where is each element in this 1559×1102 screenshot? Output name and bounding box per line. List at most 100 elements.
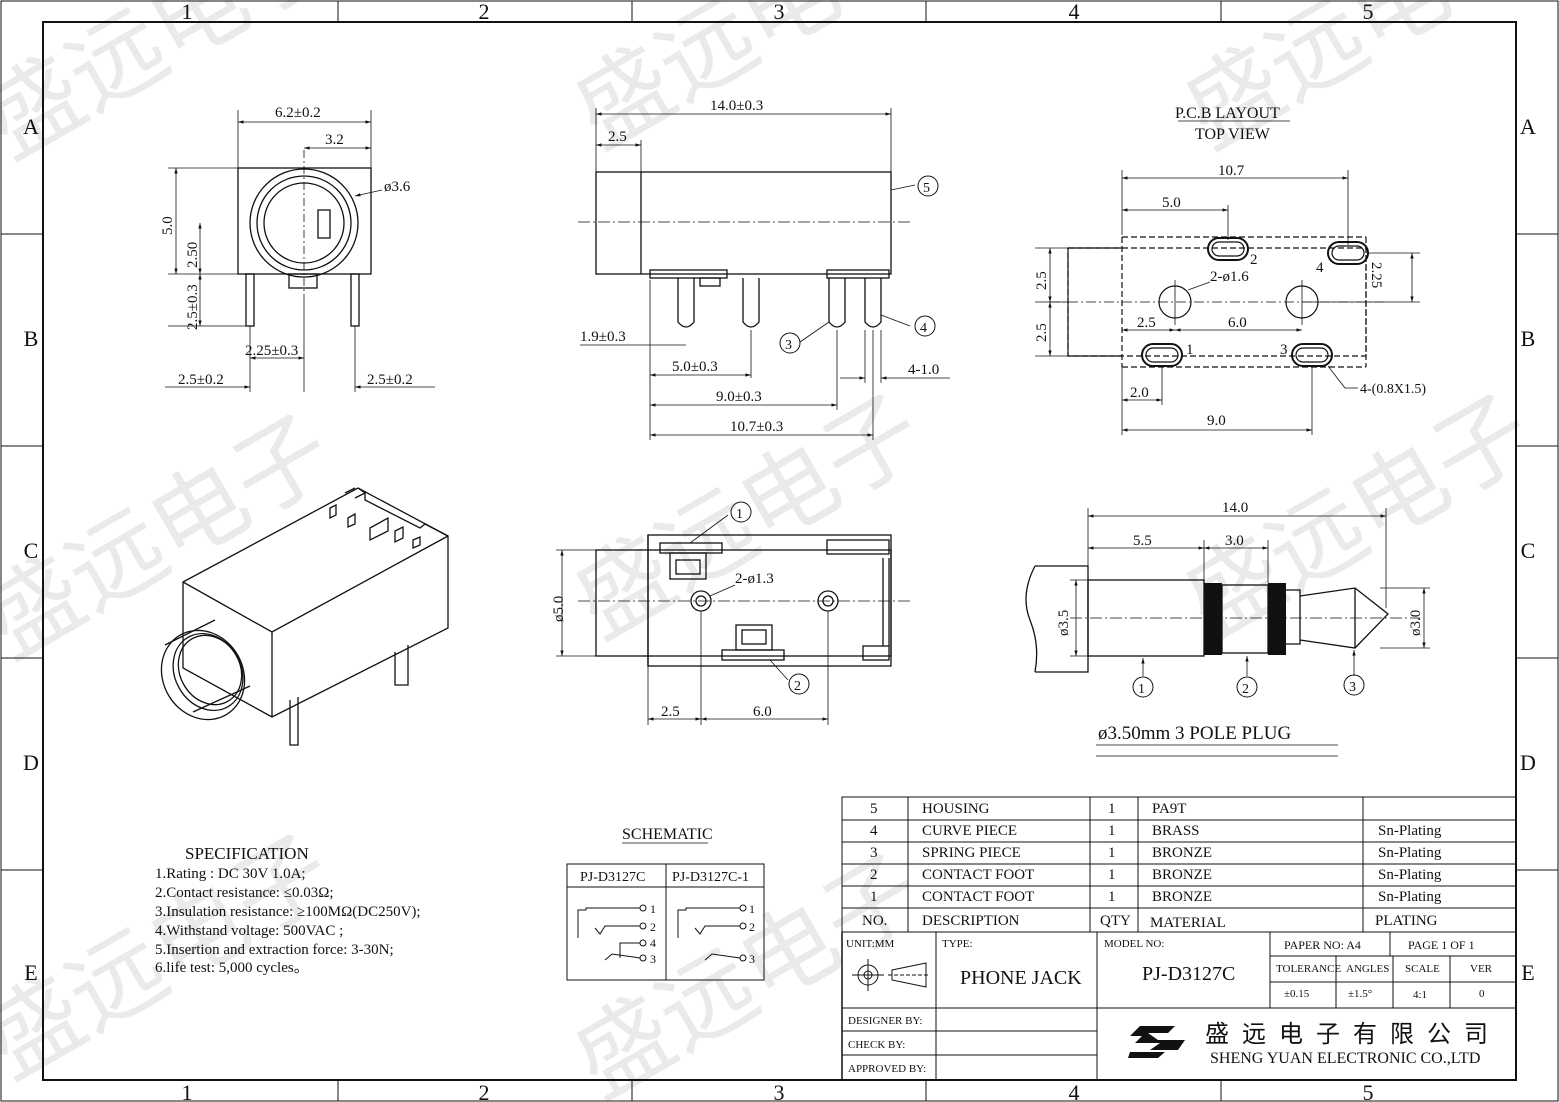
svg-text:9.0: 9.0 bbox=[1207, 413, 1226, 429]
svg-text:2: 2 bbox=[650, 920, 656, 934]
front-view bbox=[165, 110, 435, 392]
svg-text:5.5: 5.5 bbox=[1133, 533, 1152, 549]
svg-text:4-(0.8X1.5): 4-(0.8X1.5) bbox=[1360, 382, 1426, 397]
svg-text:6.0: 6.0 bbox=[1228, 315, 1247, 331]
bom-no: 2 bbox=[870, 867, 878, 883]
svg-text:1.9±0.3: 1.9±0.3 bbox=[580, 329, 626, 345]
spec-item: 6.life test: 5,000 cycles。 bbox=[155, 960, 309, 976]
plug-view bbox=[1025, 508, 1430, 757]
ver-label: VER bbox=[1470, 963, 1493, 975]
bom-no: 5 bbox=[870, 801, 878, 817]
svg-text:盛远电子: 盛远电子 bbox=[1167, 0, 1551, 170]
pin-1: 1 bbox=[1186, 342, 1194, 358]
svg-text:4: 4 bbox=[650, 936, 656, 950]
svg-text:14.0±0.3: 14.0±0.3 bbox=[710, 98, 763, 114]
bom-qty: 1 bbox=[1108, 867, 1116, 883]
isometric-view bbox=[160, 487, 449, 746]
company-logo bbox=[1128, 1026, 1185, 1058]
svg-text:2-ø1.6: 2-ø1.6 bbox=[1210, 269, 1249, 285]
model-value: PJ-D3127C bbox=[1142, 963, 1235, 985]
company-name-cn: 盛远电子有限公司 bbox=[1205, 1021, 1501, 1048]
paper-label: PAPER NO: A4 bbox=[1284, 938, 1361, 952]
model-label: MODEL NO: bbox=[1104, 938, 1164, 950]
col-label-top: 2 bbox=[479, 0, 490, 24]
svg-text:2.5: 2.5 bbox=[1034, 271, 1050, 290]
bom-qty: 1 bbox=[1108, 889, 1116, 905]
bom-header-material: MATERIAL bbox=[1150, 915, 1226, 931]
bom-plating: Sn-Plating bbox=[1378, 867, 1442, 883]
spec-item: 5.Insertion and extraction force: 3-30N; bbox=[155, 942, 394, 958]
svg-text:2.0: 2.0 bbox=[1130, 385, 1149, 401]
spec-item: 3.Insulation resistance: ≥100MΩ(DC250V); bbox=[155, 904, 421, 920]
schematic: SCHEMATIC PJ-D3127C PJ-D3127C-1 1 2 4 3 … bbox=[566, 826, 765, 981]
frame-column-labels: 1 2 3 4 5 1 2 3 4 5 bbox=[182, 0, 1374, 1102]
bom-desc: CONTACT FOOT bbox=[922, 867, 1034, 883]
bom-qty: 1 bbox=[1108, 823, 1116, 839]
col-label-bottom: 1 bbox=[182, 1080, 193, 1102]
bom-no: 4 bbox=[870, 823, 878, 839]
angles-value: ±1.5° bbox=[1348, 988, 1372, 1000]
svg-text:ø3.0: ø3.0 bbox=[1408, 610, 1424, 636]
bom-header-desc: DESCRIPTION bbox=[922, 913, 1020, 929]
side-view-dims: 14.0±0.3 2.5 1.9±0.3 5.0±0.3 9.0±0.3 10.… bbox=[580, 98, 939, 435]
bom-no: 3 bbox=[870, 845, 878, 861]
svg-text:5.0: 5.0 bbox=[1162, 195, 1181, 211]
approved-label: APPROVED BY: bbox=[848, 1063, 926, 1075]
callout-3: 3 bbox=[1349, 680, 1356, 695]
bom-material: BRONZE bbox=[1152, 889, 1212, 905]
type-label: TYPE: bbox=[942, 938, 973, 950]
bom-plating: Sn-Plating bbox=[1378, 889, 1442, 905]
svg-text:2.25: 2.25 bbox=[1368, 262, 1384, 288]
row-label-right: C bbox=[1521, 538, 1536, 563]
tolerance-label: TOLERANCE bbox=[1276, 963, 1341, 975]
page-label: PAGE 1 OF 1 bbox=[1408, 938, 1475, 952]
bottom-view bbox=[556, 501, 910, 725]
pin-4: 4 bbox=[1316, 260, 1324, 276]
scale-value: 4:1 bbox=[1413, 989, 1427, 1001]
schematic-model: PJ-D3127C-1 bbox=[672, 870, 749, 885]
angles-label: ANGLES bbox=[1346, 963, 1389, 975]
side-view bbox=[578, 108, 950, 440]
svg-text:2.5±0.2: 2.5±0.2 bbox=[367, 372, 413, 388]
callout-1: 1 bbox=[1138, 682, 1145, 697]
row-label-left: B bbox=[24, 326, 39, 351]
bom-material: PA9T bbox=[1152, 801, 1186, 817]
svg-text:2.50: 2.50 bbox=[185, 242, 201, 268]
svg-text:2: 2 bbox=[749, 920, 755, 934]
col-label-top: 3 bbox=[774, 0, 785, 24]
spec-item: 1.Rating : DC 30V 1.0A; bbox=[155, 866, 306, 882]
svg-text:盛远电子: 盛远电子 bbox=[0, 0, 351, 180]
plug-caption: ø3.50mm 3 POLE PLUG bbox=[1098, 723, 1291, 744]
schematic-model: PJ-D3127C bbox=[580, 870, 645, 885]
bom-desc: CURVE PIECE bbox=[922, 823, 1017, 839]
spec-title: SPECIFICATION bbox=[185, 844, 309, 863]
bom-plating: Sn-Plating bbox=[1378, 845, 1442, 861]
bom-material: BRASS bbox=[1152, 823, 1200, 839]
svg-text:2.5: 2.5 bbox=[608, 129, 627, 145]
front-view-dims: 6.2±0.2 3.2 ø3.6 5.0 2.50 2.5±0.3 2.25±0… bbox=[160, 105, 413, 388]
bom-material: BRONZE bbox=[1152, 867, 1212, 883]
row-label-left: D bbox=[23, 750, 39, 775]
specification: SPECIFICATION 1.Rating : DC 30V 1.0A; 2.… bbox=[155, 844, 421, 976]
col-label-top: 1 bbox=[182, 0, 193, 24]
callout-5: 5 bbox=[923, 181, 930, 196]
svg-text:1: 1 bbox=[749, 902, 755, 916]
scale-label: SCALE bbox=[1405, 963, 1440, 975]
pcb-layout-text: P.C.B LAYOUT TOP VIEW 10.7 5.0 2-ø1.6 2.… bbox=[1034, 105, 1426, 429]
callout-2: 2 bbox=[794, 679, 801, 694]
svg-text:1: 1 bbox=[650, 902, 656, 916]
spec-item: 4.Withstand voltage: 500VAC ; bbox=[155, 923, 343, 939]
svg-text:2-ø1.3: 2-ø1.3 bbox=[735, 571, 774, 587]
col-label-bottom: 3 bbox=[774, 1080, 785, 1102]
svg-text:2.5±0.2: 2.5±0.2 bbox=[178, 372, 224, 388]
type-value: PHONE JACK bbox=[960, 967, 1082, 989]
company-name-en: SHENG YUAN ELECTRONIC CO.,LTD bbox=[1210, 1050, 1480, 1067]
svg-text:盛远电子: 盛远电子 bbox=[0, 395, 351, 680]
tolerance-value: ±0.15 bbox=[1284, 988, 1310, 1000]
bom-header-plating: PLATING bbox=[1375, 913, 1438, 929]
svg-text:3: 3 bbox=[650, 952, 656, 966]
svg-text:2.5: 2.5 bbox=[1034, 323, 1050, 342]
frame-row-labels: A B C D E A B C D E bbox=[23, 114, 1536, 985]
